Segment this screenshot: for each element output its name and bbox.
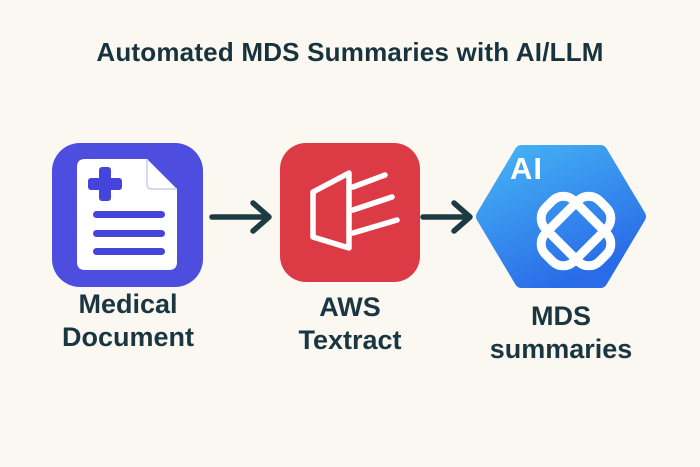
crossed-bandage-icon — [536, 191, 616, 271]
node-aws-textract — [280, 143, 420, 282]
medical-document-icon — [52, 143, 203, 287]
ai-cross-hexagon-icon — [476, 145, 646, 288]
label-mds-summaries: MDS summaries — [489, 301, 633, 364]
node-medical-document — [52, 143, 203, 287]
ai-badge-label: AI — [510, 151, 543, 186]
arrow-right-icon — [209, 200, 272, 234]
node-mds-summaries: AI — [475, 145, 647, 288]
diagram-title: Automated MDS Summaries with AI/LLM — [96, 37, 604, 67]
label-medical-document: Medical Document — [61, 289, 194, 352]
label-aws-textract: AWS Textract — [298, 292, 402, 355]
aws-textract-icon — [280, 143, 420, 282]
arrow-right-icon — [420, 200, 473, 234]
